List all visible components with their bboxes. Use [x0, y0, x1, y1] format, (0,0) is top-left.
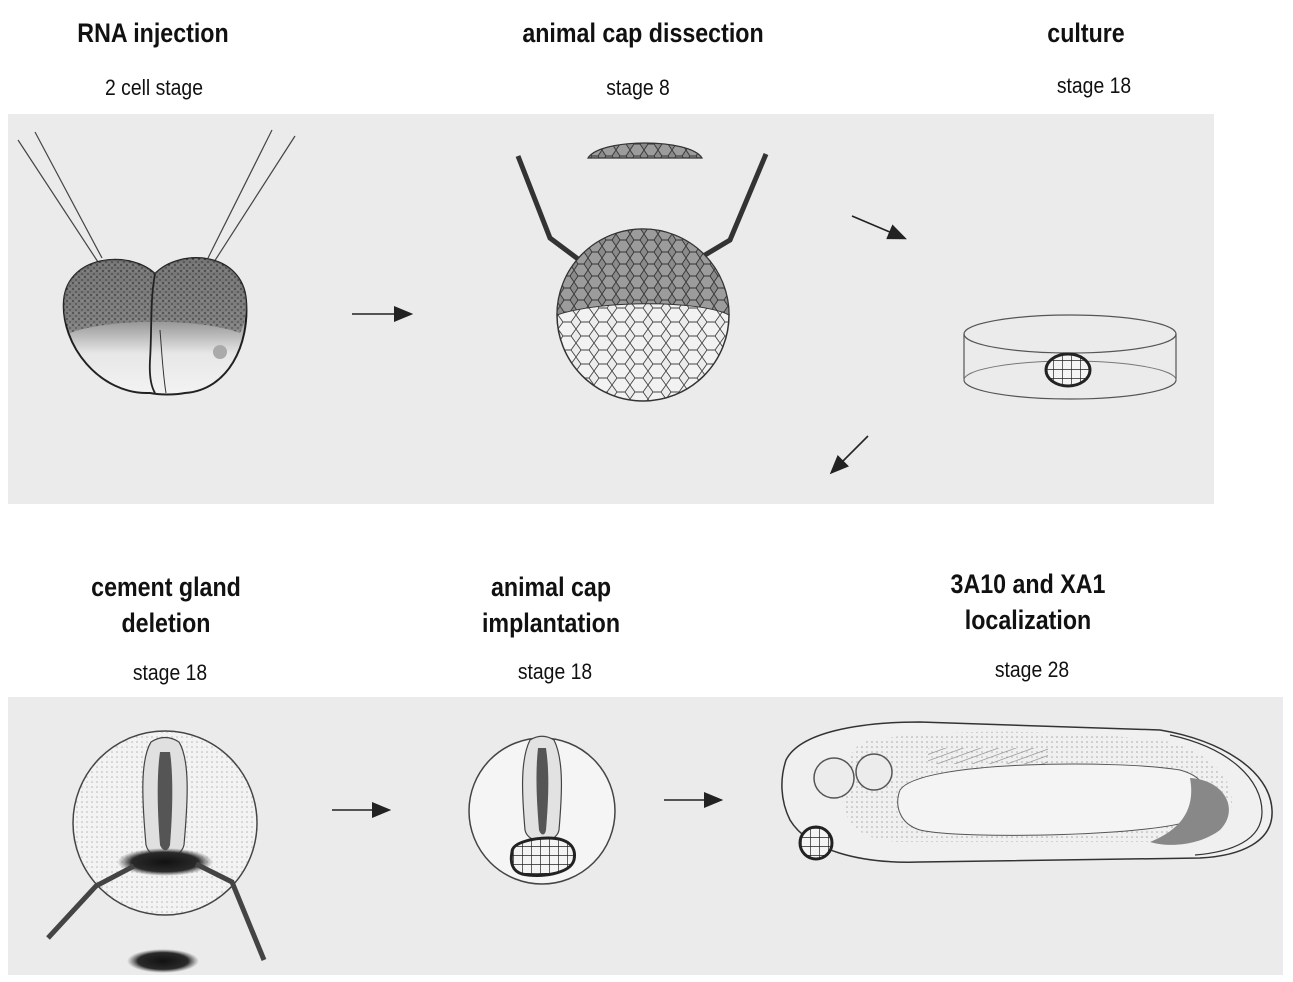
neurula-cement-gland-deletion-illustration — [46, 730, 267, 973]
step-stage-animal-cap-implantation: stage 18 — [517, 659, 593, 684]
blastula-dissection-illustration — [515, 142, 769, 402]
step-stage-animal-cap-dissection: stage 8 — [606, 75, 670, 100]
arrow-2 — [851, 215, 907, 240]
step-stage-cement-gland-deletion: stage 18 — [132, 660, 208, 685]
step-title-3a10-xa1-localization: 3A10 and XA1 localization — [950, 569, 1106, 635]
step-title-animal-cap-implantation: animal cap implantation — [481, 572, 621, 638]
culture-dish-illustration — [963, 314, 1177, 400]
step-title-cement-gland-deletion: cement gland deletion — [91, 572, 241, 638]
arrow-3 — [829, 435, 869, 475]
neurula-implantation-illustration — [468, 735, 616, 885]
step-title-animal-cap-dissection: animal cap dissection — [522, 18, 764, 48]
step-stage-culture: stage 18 — [1056, 73, 1132, 98]
step-stage-rna-injection: 2 cell stage — [105, 75, 203, 100]
tailbud-embryo-illustration — [781, 721, 1273, 863]
step-stage-3a10-xa1-localization: stage 28 — [994, 657, 1070, 682]
step-title-rna-injection: RNA injection — [77, 18, 229, 48]
two-cell-embryo-illustration — [17, 129, 296, 396]
step-title-culture: culture — [1047, 18, 1125, 48]
